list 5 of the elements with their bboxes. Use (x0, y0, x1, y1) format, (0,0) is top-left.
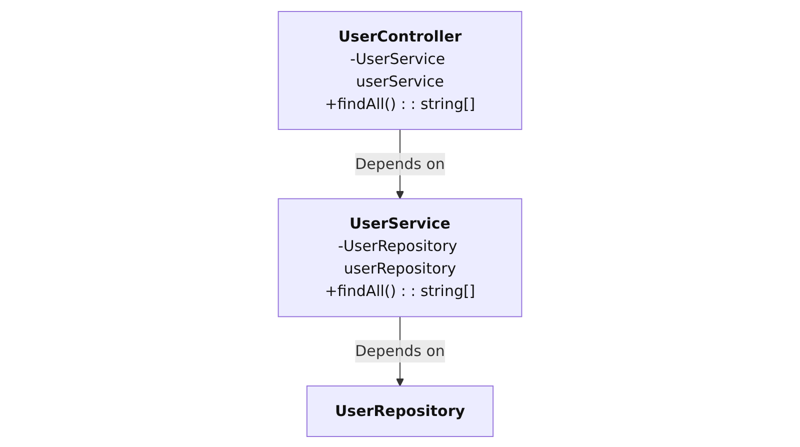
edge-label: Depends on (355, 154, 445, 172)
node-box: UserController -UserService userService +findAll() : : string[] (278, 10, 522, 130)
node-box: UserService -UserRepository userRepository +findAll() : : string[] (278, 198, 522, 317)
edge-label: Depends on (355, 341, 445, 360)
node-box: UserRepository (306, 384, 494, 436)
